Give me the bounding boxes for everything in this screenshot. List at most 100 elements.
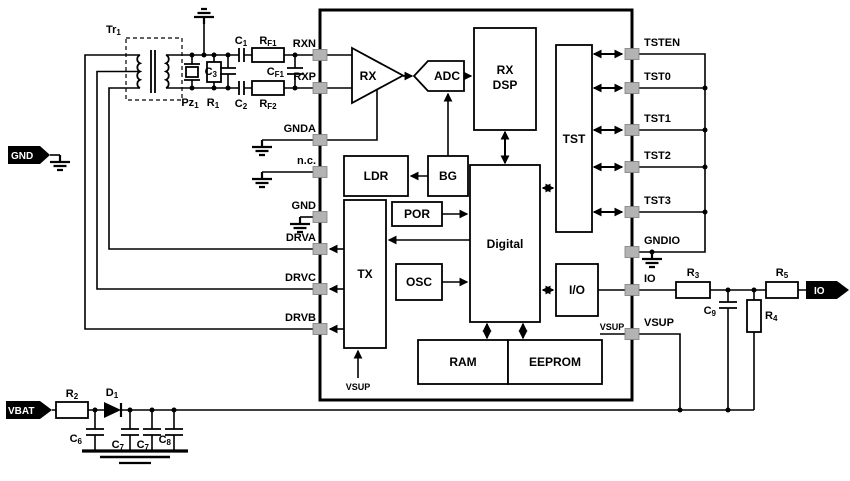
wire	[108, 87, 313, 250]
block-tst	[555, 44, 593, 233]
block-label-por: POR	[404, 207, 430, 221]
pin-tst0	[624, 82, 640, 94]
label-pz1: Pz1	[181, 97, 199, 110]
block-tx	[343, 199, 387, 349]
capacitor-c9	[719, 301, 737, 309]
junction-dot	[649, 249, 655, 255]
ic-pins: RXN RXP GNDA n.c. GND DRVA DRVC DRVB TST…	[284, 37, 681, 340]
label-tr1: Tr1	[106, 24, 121, 37]
piezo-pz1-plates	[184, 63, 200, 81]
label-c8: C8	[159, 434, 172, 447]
label-c3: C3	[205, 66, 218, 79]
block-label-tx: TX	[357, 267, 372, 281]
block-ldr	[343, 155, 409, 197]
pin-label-tst2: TST2	[644, 150, 671, 162]
pin-label-tsten: TSTEN	[644, 37, 680, 49]
vbat-net-tag-label: VBAT	[8, 406, 34, 417]
block-label-bg: BG	[439, 169, 457, 183]
wire	[639, 87, 705, 213]
pin-label-tst0: TST0	[644, 71, 671, 83]
label-r2: R2	[66, 388, 79, 401]
pin-drvc	[312, 283, 328, 295]
wire	[94, 410, 175, 451]
resistor-r2	[55, 401, 89, 419]
capacitor-c7a	[121, 428, 139, 436]
ground-symbol	[250, 138, 274, 157]
block-label-rx: RX	[360, 69, 377, 83]
pin-label-gndio: GNDIO	[644, 235, 681, 247]
label-r5: R5	[776, 267, 789, 280]
junction-dot	[92, 407, 98, 413]
io-net-tag-label: IO	[814, 286, 825, 297]
block-ram	[417, 339, 509, 385]
gnd-net-tag-label: GND	[11, 151, 33, 162]
capacitor-c2	[238, 81, 245, 95]
block-label-digital: Digital	[487, 237, 524, 251]
transformer-core	[150, 50, 156, 93]
junction-dot	[677, 407, 683, 413]
resistor-rf2	[251, 80, 285, 96]
block-label-ldr: LDR	[364, 169, 389, 183]
pin-gnd	[312, 211, 328, 223]
pin-tst2	[624, 161, 640, 173]
capacitor-c7b	[143, 428, 161, 436]
pin-gnda	[312, 134, 328, 146]
junction-dot	[702, 209, 708, 215]
ic-body: RX ADC RX DSP TST LDR BG POR Digital TX …	[318, 8, 634, 402]
block-label-rx-dsp: RX	[497, 63, 514, 77]
label-vsup-tx: VSUP	[346, 382, 371, 392]
junction-dot	[702, 127, 708, 133]
label-c9: C9	[704, 305, 717, 318]
label-c6: C6	[70, 433, 83, 446]
block-eeprom	[507, 339, 603, 385]
pin-label-drvb: DRVB	[285, 312, 316, 324]
junction-dot	[225, 85, 231, 91]
junction-dots	[92, 52, 757, 413]
pin-rxn	[312, 49, 328, 61]
junction-dot	[725, 287, 731, 293]
ground-symbol	[48, 153, 72, 172]
pin-label-rxn: RXN	[293, 38, 316, 50]
pin-label-nc: n.c.	[297, 155, 316, 167]
wire	[639, 53, 706, 253]
capacitor-cf1	[287, 67, 303, 75]
pin-label-gnda: GNDA	[284, 123, 316, 135]
pin-tsten	[624, 48, 640, 60]
pin-label-gnd: GND	[292, 200, 317, 212]
pin-drvb	[312, 323, 328, 335]
pin-vsup	[624, 328, 640, 340]
supply-network: VBAT	[6, 401, 754, 465]
junction-dot	[751, 287, 757, 293]
receive-transducer-network: GND	[8, 7, 313, 330]
io-net-tag	[806, 281, 849, 299]
wire	[191, 55, 296, 88]
label-r3: R3	[687, 267, 700, 280]
junction-dot	[225, 52, 231, 58]
diode-d1	[104, 402, 121, 418]
label-c2: C2	[235, 98, 248, 111]
ground-symbol	[250, 170, 274, 189]
wire	[639, 333, 681, 410]
label-d1: D1	[106, 387, 119, 400]
capacitor-c8	[165, 428, 183, 436]
ground-symbol	[288, 215, 312, 234]
wire	[96, 70, 313, 290]
junction-dot	[189, 52, 195, 58]
vbat-net-tag	[6, 401, 52, 419]
label-rf1: RF1	[259, 35, 277, 48]
pin-rxp	[312, 82, 328, 94]
resistor-rf1	[251, 47, 285, 63]
pin-tst1	[624, 124, 640, 136]
pin-label-tst1: TST1	[644, 113, 671, 125]
block-label-ram: RAM	[449, 355, 476, 369]
capacitor-c1	[238, 48, 245, 62]
block-label-rx-dsp2: DSP	[493, 78, 518, 92]
label-cf1: CF1	[267, 66, 285, 79]
capacitor-c3	[220, 67, 236, 75]
ground-symbol	[192, 7, 216, 26]
junction-dot	[127, 407, 133, 413]
pin-label-drvc: DRVC	[285, 272, 316, 284]
resistor-r4	[746, 299, 762, 333]
